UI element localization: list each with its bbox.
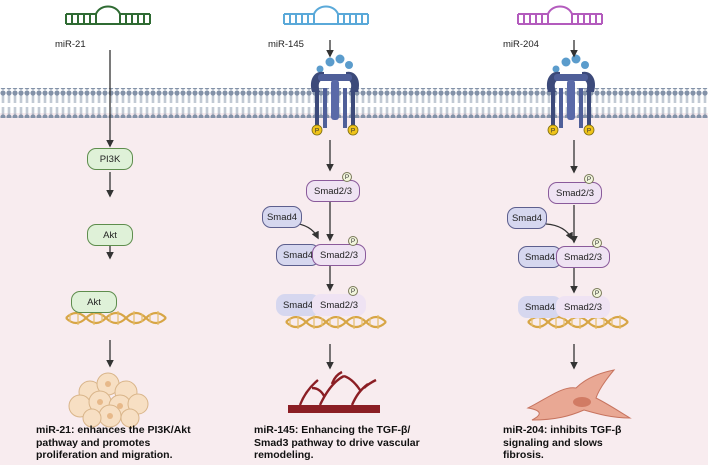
caption-line: miR-145: Enhancing the TGF-β/ [254,424,411,436]
mirna-label: miR-145 [268,39,304,50]
caption-line: signaling and slows [503,436,603,449]
akt-node: Akt [87,224,133,246]
arrows [106,40,578,370]
mir145-hairpin [283,5,369,25]
phospho-tag: P [592,238,602,248]
mirna-label: miR-21 [55,39,86,50]
tgf-beta-receptor-mir204: P P [546,54,596,136]
tgf-beta-receptor-mir145: P P [310,54,360,136]
smad4-node: Smad4 [262,206,302,228]
smad23-node: Smad2/3 [548,182,602,204]
svg-text:P: P [551,128,555,135]
smad23-complex-node: Smad2/3 [312,244,366,266]
fibroblast-icon [526,369,632,421]
smad23-nuclear-node: Smad2/3 [556,296,610,318]
svg-text:P: P [315,128,319,135]
phospho-tag: P [584,174,594,184]
phospho-tag: P [592,288,602,298]
smad4-node: Smad4 [507,207,547,229]
smad23-node: Smad2/3 [306,180,360,202]
akt-nuclear-node: Akt [71,291,117,313]
proliferating-cells-icon [68,372,149,428]
vascular-remodeling-icon [288,370,380,413]
mir204-hairpin [517,5,603,25]
smad23-nuclear-node: Smad2/3 [312,294,366,316]
phospho-tag: P [348,236,358,246]
mirna-label: miR-204 [503,39,539,50]
dna-helix-1 [65,311,167,325]
mir21-hairpin [65,5,151,25]
caption-line: miR-204: inhibits TGF-β [503,424,622,436]
phospho-tag: P [348,286,358,296]
caption-mir204: miR-204: inhibits TGF-β signaling and sl… [503,424,708,462]
pi3k-node: PI3K [87,148,133,170]
svg-text:P: P [587,128,591,135]
dna-helix-2 [285,315,387,329]
caption-line: Smad3 pathway to drive vascular [254,436,420,449]
caption-mir21: miR-21: enhances the PI3K/Akt pathway an… [36,424,246,462]
smad4-nuclear-node: Smad4 [518,296,562,318]
caption-line: remodeling. [254,449,314,461]
caption-mir145: miR-145: Enhancing the TGF-β/ Smad3 path… [254,424,464,462]
caption-line: miR-21: enhances the PI3K/Akt [36,424,191,436]
smad4-complex-node: Smad4 [276,244,320,266]
smad4-nuclear-node: Smad4 [276,294,320,316]
caption-line: fibrosis. [503,449,544,461]
smad23-complex-node: Smad2/3 [556,246,610,268]
caption-line: proliferation and migration. [36,449,173,461]
phospho-tag: P [342,172,352,182]
caption-line: pathway and promotes [36,436,151,449]
svg-text:P: P [351,128,355,135]
